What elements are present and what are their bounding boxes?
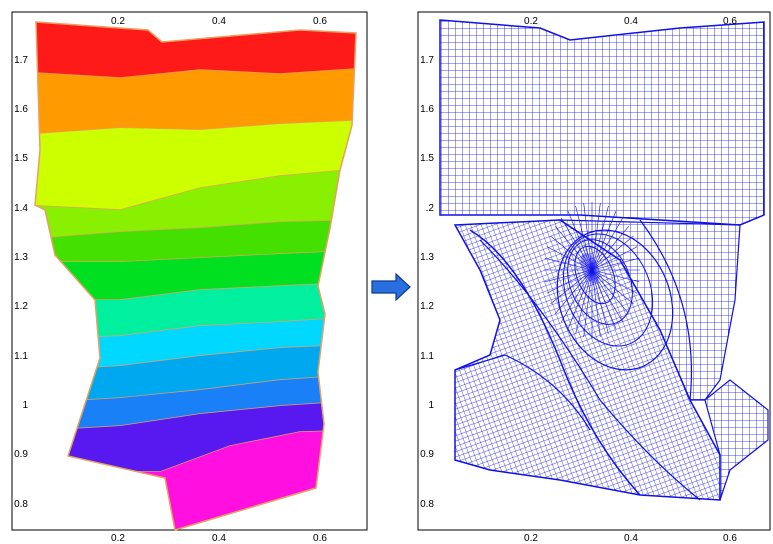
mesh-spoke [591, 269, 617, 330]
mesh-spoke [555, 269, 593, 314]
left-x-tick-top: 0.2 [111, 16, 125, 27]
right-y-tick: 0.9 [420, 449, 434, 460]
left-x-tick-top: 0.4 [212, 16, 226, 27]
mesh-spoke [546, 246, 593, 271]
contour-band [35, 282, 356, 340]
mesh-arc [454, 354, 591, 431]
left-y-tick: 0.8 [14, 499, 28, 510]
mesh-spoke [591, 269, 601, 338]
left-x-tick-bottom: 0.2 [111, 533, 125, 544]
mesh-arc [469, 229, 641, 496]
mesh-spoke [591, 202, 601, 271]
mesh-arc [479, 239, 701, 501]
left-y-tick: 1.3 [14, 252, 28, 263]
mesh-spoke [591, 269, 638, 294]
mesh-spoke [583, 202, 593, 271]
mesh-oval-refinement [544, 202, 674, 371]
mesh-spoke [591, 235, 634, 271]
contour-band [35, 400, 356, 472]
mesh-spoke [575, 206, 593, 271]
right-x-tick-top: 0.6 [723, 16, 737, 27]
right-y-tick: 1 [428, 400, 434, 411]
mesh-spoke [591, 269, 634, 305]
mesh-spoke [550, 269, 593, 305]
right-y-tick: 1.2 [420, 301, 434, 312]
right-x-tick-bottom: 0.6 [723, 533, 737, 544]
contour-band [35, 168, 356, 240]
contour-band [35, 120, 356, 210]
left-y-tick: 1.7 [14, 55, 28, 66]
mesh-spoke [591, 269, 624, 323]
left-x-tick-bottom: 0.4 [212, 533, 226, 544]
contour-band [35, 344, 356, 404]
left-x-tick-bottom: 0.6 [313, 533, 327, 544]
contour-band [35, 316, 356, 372]
contour-band [35, 220, 356, 262]
mesh-upper-block [439, 19, 765, 226]
mesh-spoke [591, 226, 629, 271]
mesh-spoke [560, 217, 593, 271]
mesh-spoke [583, 269, 593, 338]
right-x-tick-bottom: 0.4 [624, 533, 638, 544]
mesh-spoke [555, 226, 593, 271]
right-y-tick: 1.6 [420, 104, 434, 115]
right-y-tick: 1.5 [420, 153, 434, 164]
right-y-tick: 1.1 [420, 351, 434, 362]
contour-band [35, 374, 356, 432]
mesh-spoke [567, 269, 593, 330]
left-y-tick: 1.5 [14, 153, 28, 164]
right-arrow-icon [371, 272, 411, 302]
left-y-tick: 1 [22, 400, 28, 411]
mesh-spoke [591, 217, 624, 271]
mesh-spoke [560, 269, 593, 323]
mesh-spoke [591, 257, 640, 271]
mesh-spoke [544, 269, 593, 283]
mesh-spoke [591, 269, 609, 334]
domain-outline [34, 21, 357, 531]
mesh-spoke [591, 269, 640, 283]
contour-band [35, 68, 356, 135]
right-y-tick: 1.3 [420, 252, 434, 263]
mesh-lower-right-block [704, 379, 769, 501]
left-contour-plot: 0.2 0.4 0.6 0.2 0.4 0.6 0.8 0.9 1 1.1 1.… [11, 11, 368, 544]
mesh-spoke [550, 235, 593, 271]
mesh-arc [639, 219, 693, 401]
left-x-tick-top: 0.6 [313, 16, 327, 27]
mesh-spoke [546, 269, 593, 294]
right-y-tick: .2 [426, 203, 435, 214]
left-y-tick: 1.4 [14, 203, 28, 214]
mesh-spoke [544, 257, 593, 271]
left-y-tick: 0.9 [14, 449, 28, 460]
left-y-tick: 1.6 [14, 104, 28, 115]
mesh-spoke [591, 269, 629, 314]
mesh-spoke [567, 210, 593, 271]
right-x-tick-top: 0.2 [524, 16, 538, 27]
right-x-tick-bottom: 0.2 [524, 533, 538, 544]
right-x-tick-top: 0.4 [624, 16, 638, 27]
left-y-tick: 1.1 [14, 351, 28, 362]
contour-band [35, 250, 356, 300]
right-y-tick: 1.7 [420, 55, 434, 66]
right-mesh-plot: 0.2 0.4 0.6 0.2 0.4 0.6 0.8 0.9 1 1.1 1.… [417, 11, 771, 544]
mesh-spoke [591, 246, 638, 271]
mesh-spoke [591, 210, 617, 271]
mesh-spoke [575, 269, 593, 334]
mesh-spoke [591, 206, 609, 271]
right-y-tick: 0.8 [420, 499, 434, 510]
left-y-tick: 1.2 [14, 301, 28, 312]
